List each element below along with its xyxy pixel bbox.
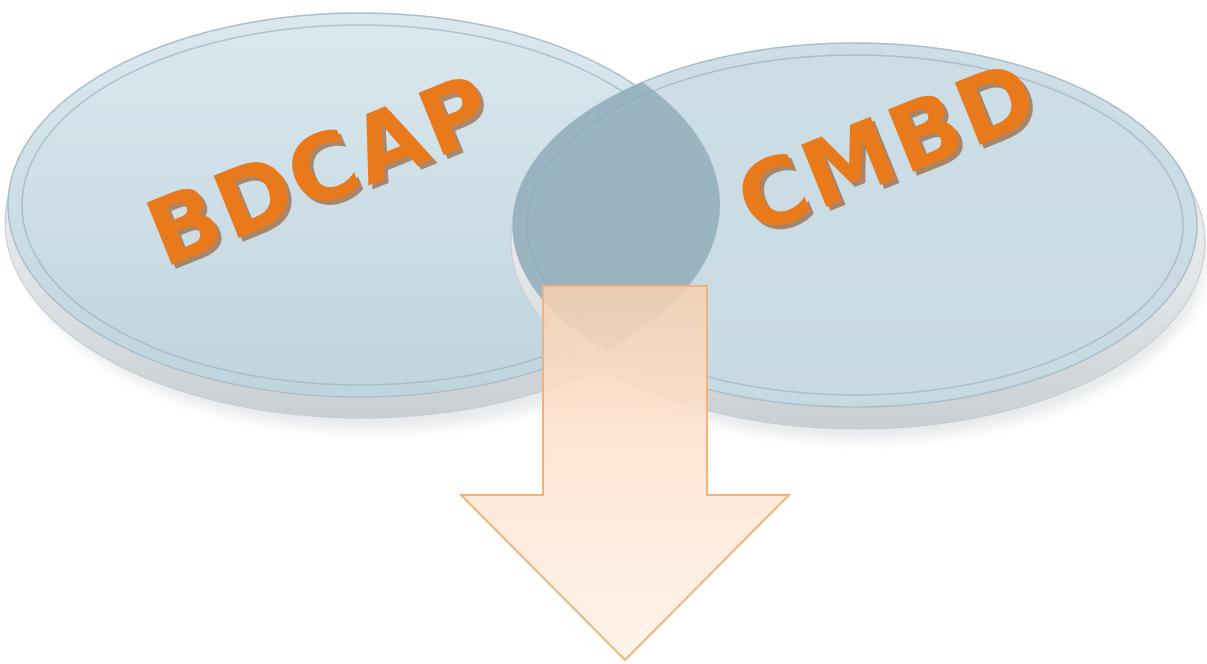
down-arrow [458,285,792,662]
